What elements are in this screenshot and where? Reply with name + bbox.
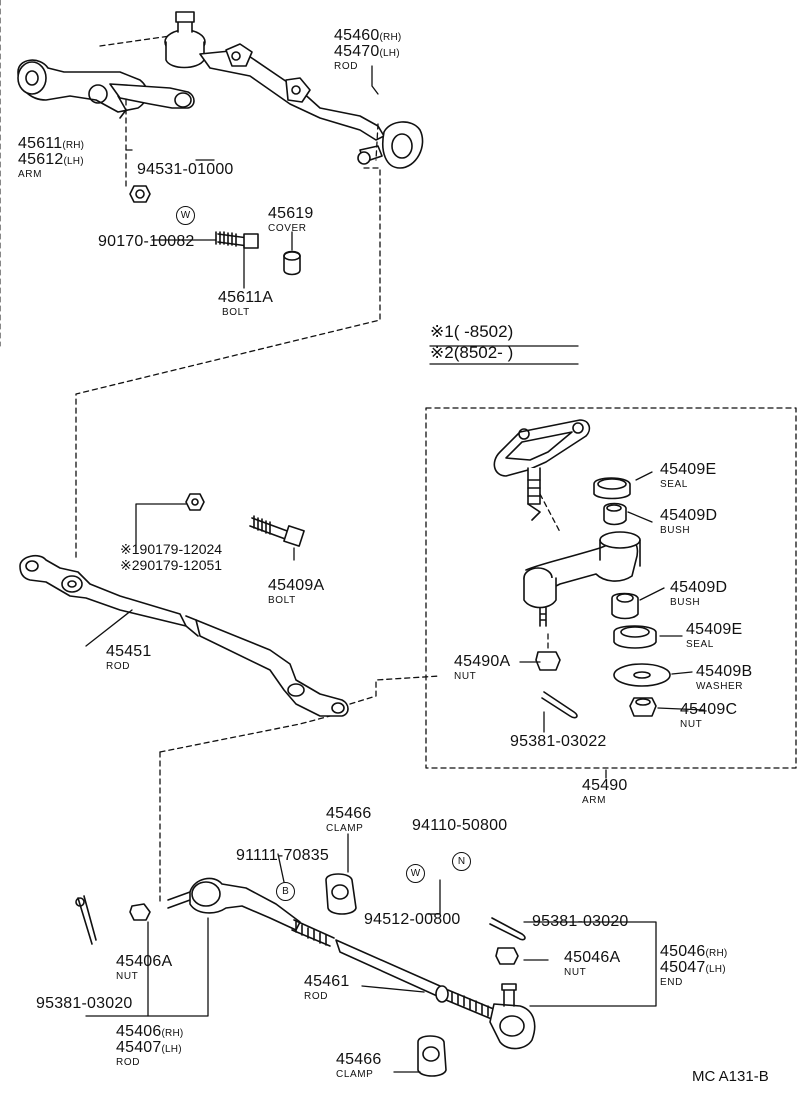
nut-mark-n: N xyxy=(452,852,471,871)
label-45451: 45451 ROD xyxy=(106,643,152,672)
label-95381-03022: 95381-03022 xyxy=(510,733,607,750)
relay-rod-45460-drawing xyxy=(164,11,424,169)
variant-note-1: ※1( -8502) xyxy=(430,322,514,341)
bolt-mark-b: B xyxy=(276,882,295,901)
label-45409D-top: 45409D BUSH xyxy=(660,507,718,536)
label-95381-03020-left: 95381-03020 xyxy=(36,995,133,1012)
idler-arm-45490-drawing xyxy=(493,419,671,719)
upper-arm-45611-drawing xyxy=(17,59,195,119)
label-45490: 45490 ARM xyxy=(582,777,628,806)
label-45046A: 45046A NUT xyxy=(564,949,621,978)
label-45466-bottom: 45466 CLAMP xyxy=(336,1051,382,1080)
tie-rod-45461-drawing xyxy=(335,939,497,1021)
label-45619: 45619 COVER xyxy=(268,205,314,234)
label-45409E-top: 45409E SEAL xyxy=(660,461,717,490)
label-45490A: 45490A NUT xyxy=(454,653,511,682)
label-45409C: 45409C NUT xyxy=(680,701,738,730)
label-45460: 45460(RH) 45470(LH) ROD xyxy=(334,27,402,72)
clamp-45466-drawing xyxy=(325,873,447,1077)
label-45406: 45406(RH) 45407(LH) ROD xyxy=(116,1023,184,1068)
label-45409A: 45409A BOLT xyxy=(268,577,325,606)
label-90179: ※190179-12024 ※290179-12051 xyxy=(120,541,223,573)
relay-rod-45451-drawing xyxy=(19,554,349,717)
label-45409E-bottom: 45409E SEAL xyxy=(686,621,743,650)
leader-lines xyxy=(85,65,705,1073)
label-95381-03020-right: 95381-03020 xyxy=(532,913,629,930)
label-45611A: 45611A BOLT xyxy=(218,289,274,318)
variant-note-2: ※2(8502- ) xyxy=(430,343,514,362)
label-45466-top: 45466 CLAMP xyxy=(326,805,372,834)
label-45461: 45461 ROD xyxy=(304,973,350,1002)
washer-mark-w2: W xyxy=(406,864,425,883)
label-45046: 45046(RH) 45047(LH) END xyxy=(660,943,728,988)
label-45409D-bottom: 45409D BUSH xyxy=(670,579,728,608)
bolt-45409A-drawing xyxy=(185,493,305,547)
label-94110: 94110-50800 xyxy=(412,817,508,834)
label-94531: 94531-01000 xyxy=(137,161,234,178)
tie-rod-end-45046-drawing xyxy=(489,917,536,1050)
label-45409B: 45409B WASHER xyxy=(696,663,753,692)
washer-mark-w1: W xyxy=(176,206,195,225)
label-91111: 91111-70835 xyxy=(236,847,329,864)
label-90170: 90170-10082 xyxy=(98,233,195,250)
label-94512: 94512-00800 xyxy=(364,911,461,928)
dashed-guides xyxy=(0,0,797,903)
diagram-code: MC A131-B xyxy=(692,1068,769,1085)
label-45406A: 45406A NUT xyxy=(116,953,173,982)
tie-rod-45406-drawing xyxy=(75,877,335,947)
small-hardware-top xyxy=(129,185,301,276)
label-45611: 45611(RH) 45612(LH) ARM xyxy=(18,135,85,180)
